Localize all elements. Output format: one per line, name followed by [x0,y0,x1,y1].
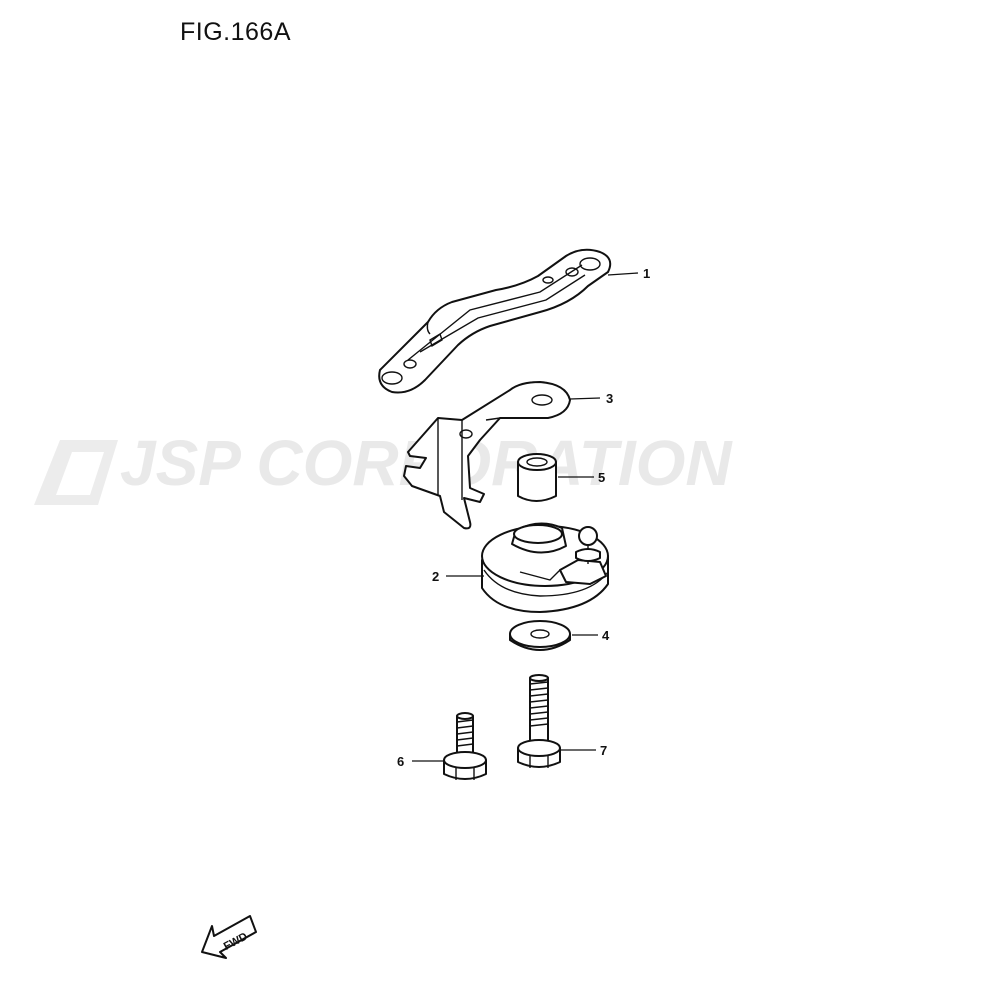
callout-label-7: 7 [600,743,607,758]
callout-3: 3 [569,391,613,406]
part-link-arm[interactable] [378,248,612,394]
callout-5: 5 [558,470,605,485]
callout-2: 2 [432,569,484,584]
callout-4: 4 [572,628,610,643]
part-lever-cam[interactable] [481,522,609,613]
part-long-bolt[interactable] [517,674,561,768]
part-bracket[interactable] [403,381,571,530]
callout-label-2: 2 [432,569,439,584]
callout-label-1: 1 [643,266,650,281]
callout-6: 6 [397,754,444,769]
part-short-bolt[interactable] [443,712,487,780]
callout-label-3: 3 [606,391,613,406]
part-washer[interactable] [509,620,571,651]
fwd-arrow: FWD [201,915,257,959]
callout-1: 1 [607,266,650,281]
callout-label-4: 4 [602,628,610,643]
callout-7: 7 [561,743,607,758]
callout-label-6: 6 [397,754,404,769]
part-collar[interactable] [517,453,557,502]
figure-title: FIG.166A [180,18,291,46]
watermark: JSP CORPORATION [34,427,733,505]
callout-label-5: 5 [598,470,605,485]
